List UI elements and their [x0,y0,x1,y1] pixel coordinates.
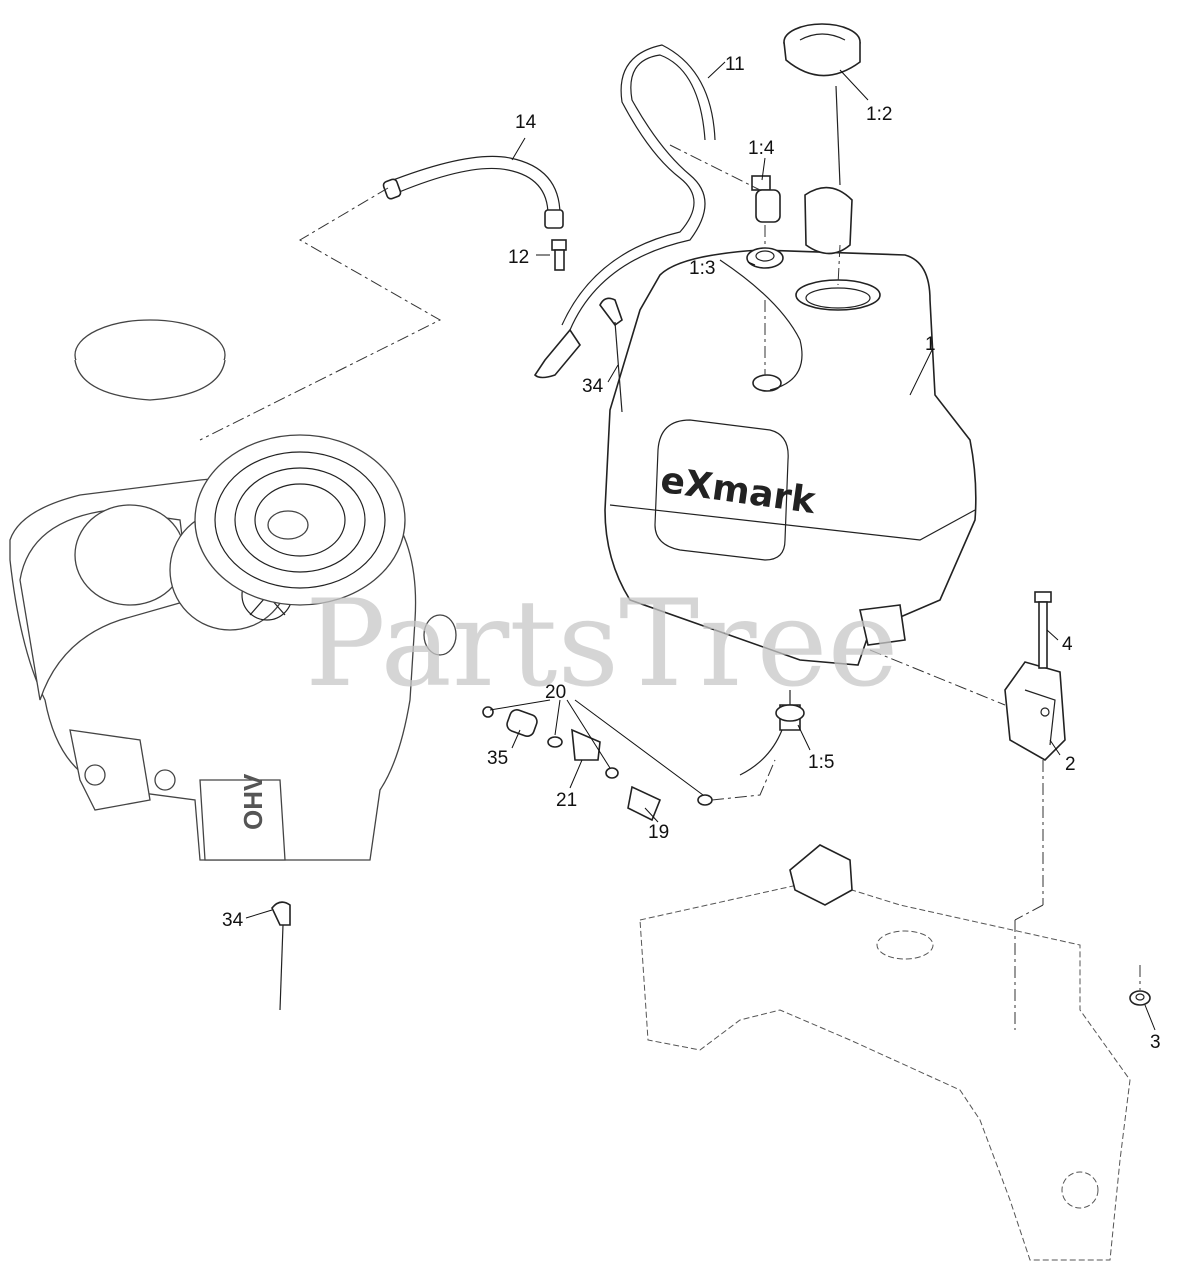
mower-frame [639,844,1131,1261]
mount-bracket-2 [1004,661,1066,761]
tank-logo-panel [654,419,789,561]
callout-1-4: 1:4 [748,138,775,159]
filler-neck [795,279,881,311]
callout-1-5: 1:5 [808,752,834,773]
oil-fill-cap [423,614,457,656]
leader-lines [245,61,1156,1031]
callout-19: 19 [648,822,669,843]
callout-11: 11 [725,54,745,75]
engine-label: OHV [238,773,268,830]
cable-tie-upper [599,297,623,327]
engine-assembly: OHV [9,319,457,861]
cable-tie-lower [271,901,291,926]
grommet [746,247,784,269]
callout-34-lower: 34 [222,910,244,931]
callout-20: 20 [545,682,566,703]
hose-19 [627,785,662,822]
callout-34-upper: 34 [582,376,604,397]
bolt-4 [1034,591,1052,669]
callout-1-3: 1:3 [689,258,715,279]
rollover-valve [751,175,781,223]
fitting-12 [551,239,567,271]
callout-21: 21 [556,790,577,811]
vent-hose [569,54,706,331]
callout-1: 1 [925,334,936,355]
callout-35: 35 [487,748,508,769]
fuel-line-assembly [482,690,805,822]
fuel-cap [783,23,861,186]
vent-hose-end [533,328,581,379]
cap-tether-gasket [804,186,853,255]
callout-3: 3 [1150,1032,1161,1053]
hose-14 [387,155,561,216]
callout-4: 4 [1062,634,1073,655]
air-cleaner-base [74,359,226,401]
tank-mount-slot [859,604,906,646]
fuel-tank: eXmark [604,249,977,666]
air-filter-canister [74,504,186,606]
frame-bracket [789,844,853,906]
callout-2: 2 [1065,754,1076,775]
nut-3 [1129,990,1151,1006]
watermark: PartsTree [305,575,899,714]
callouts: 1 1:2 1:3 1:4 1:5 2 3 4 11 12 14 19 20 2… [222,54,1161,1053]
valve-cover [199,779,286,861]
callout-12: 12 [508,247,529,268]
vent-port [752,374,782,392]
callout-1-2: 1:2 [866,104,892,125]
callout-14: 14 [515,112,537,133]
carburetor [69,729,151,811]
tank-body [604,249,977,666]
